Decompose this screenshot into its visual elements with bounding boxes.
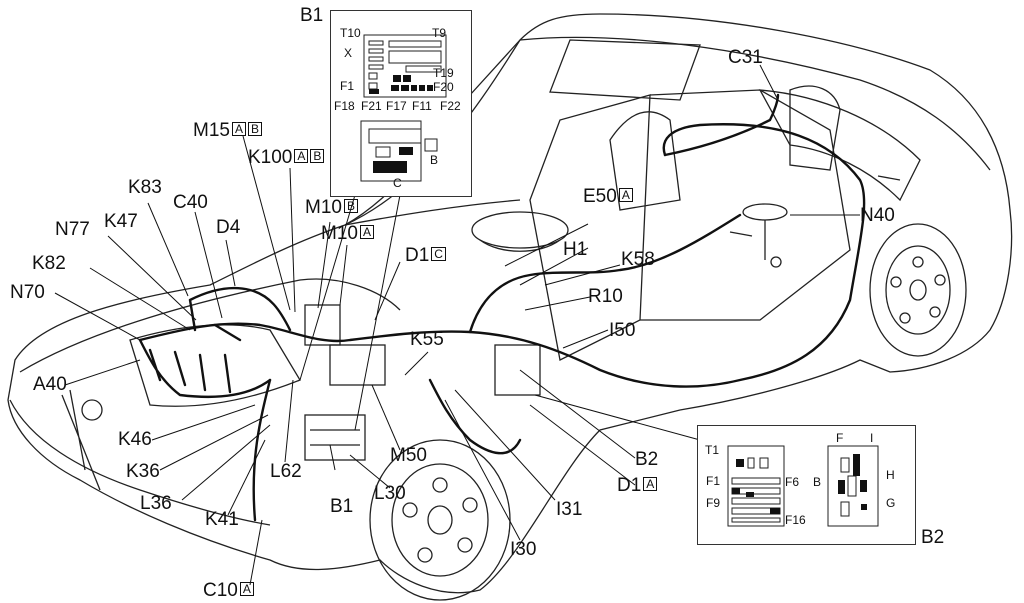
label-b2: B2 — [635, 449, 659, 470]
b1-label-t19: T19 — [433, 66, 454, 80]
label-c31: C31 — [728, 47, 763, 68]
harness-front — [252, 378, 272, 522]
label-n70: N70 — [10, 282, 45, 303]
abs-module — [329, 344, 386, 386]
door-handle-rear — [877, 175, 901, 181]
label-n40: N40 — [860, 205, 895, 226]
b2-label-f9: F9 — [706, 496, 721, 510]
front-seat — [609, 111, 681, 211]
front-bumper — [9, 399, 271, 526]
fuse-box-b1 — [304, 414, 366, 461]
b1-label-t10: T10 — [340, 26, 361, 40]
label-l36: L36 — [140, 493, 172, 514]
b1-label-t9: T9 — [432, 26, 447, 40]
b2-inset-title: B2 — [921, 527, 945, 548]
b2-label-f: F — [836, 431, 844, 445]
b2-label-i: I — [870, 431, 874, 445]
b1-inset-panel — [330, 10, 472, 197]
label-k47: K47 — [104, 211, 138, 232]
b1-label-f20: F20 — [433, 80, 454, 94]
door-handle-front — [729, 231, 753, 237]
b1-fuse-layout — [360, 34, 447, 182]
b2-label-t1: T1 — [705, 443, 720, 457]
label-k46: K46 — [118, 429, 152, 450]
harness-main — [138, 123, 866, 388]
b2-fuse-layout — [727, 445, 879, 527]
b1-label-x: X — [344, 46, 353, 60]
badge — [81, 399, 103, 421]
label-n77: N77 — [55, 219, 90, 240]
label-a40: A40 — [33, 374, 67, 395]
rear-wheel — [869, 223, 967, 357]
label-m50: M50 — [390, 445, 427, 466]
b1-label-c: C — [393, 176, 402, 190]
b1-label-f1: F1 — [340, 79, 355, 93]
hood-line — [19, 278, 401, 373]
front-door — [529, 94, 651, 361]
label-k55: K55 — [410, 329, 444, 350]
b2-inset-panel — [697, 425, 916, 545]
car-body-outline — [7, 13, 1013, 594]
rear-seat — [789, 85, 841, 171]
label-i31: I31 — [556, 499, 583, 520]
b1-label-f21: F21 — [361, 99, 382, 113]
rear-window — [758, 89, 921, 202]
b2-label-f6: F6 — [785, 475, 800, 489]
label-k58: K58 — [621, 249, 655, 270]
grille — [61, 389, 101, 491]
harness-brake — [428, 378, 522, 455]
label-l30: L30 — [374, 483, 406, 504]
label-r10: R10 — [588, 286, 623, 307]
b2-label-f1: F1 — [706, 474, 721, 488]
b1-label-f11: F11 — [412, 99, 432, 113]
label-l62: L62 — [270, 461, 302, 482]
label-k83: K83 — [128, 177, 162, 198]
sunroof — [549, 39, 701, 101]
label-i50: I50 — [609, 320, 636, 341]
label-k41: K41 — [205, 509, 239, 530]
b2-label-f16: F16 — [785, 513, 806, 527]
label-b1-bottom: B1 — [330, 496, 354, 517]
front-wheel — [369, 439, 511, 601]
label-k82: K82 — [32, 253, 66, 274]
rear-door — [640, 89, 851, 321]
label-h1: H1 — [563, 239, 588, 260]
steering-wheel — [471, 211, 569, 249]
b1-label-f18: F18 — [334, 99, 355, 113]
fuel-pump — [742, 203, 788, 221]
b2-label-h: H — [886, 468, 895, 482]
harness-rear — [663, 93, 780, 157]
b2-label-b: B — [813, 475, 822, 489]
harness-left — [188, 286, 292, 342]
b1-label-f17: F17 — [386, 99, 407, 113]
harness-cabin — [468, 213, 742, 334]
label-b1-top: B1 — [300, 5, 324, 26]
label-i30: I30 — [510, 539, 537, 560]
label-c40: C40 — [173, 192, 208, 213]
b1-label-f22: F22 — [440, 99, 461, 113]
b2-label-g: G — [886, 496, 896, 510]
b1-label-b: B — [430, 153, 439, 167]
label-k36: K36 — [126, 461, 160, 482]
roof-line — [519, 36, 991, 171]
fuse-box-b2 — [494, 344, 541, 396]
label-d4: D4 — [216, 217, 241, 238]
harness-engine — [138, 338, 272, 399]
